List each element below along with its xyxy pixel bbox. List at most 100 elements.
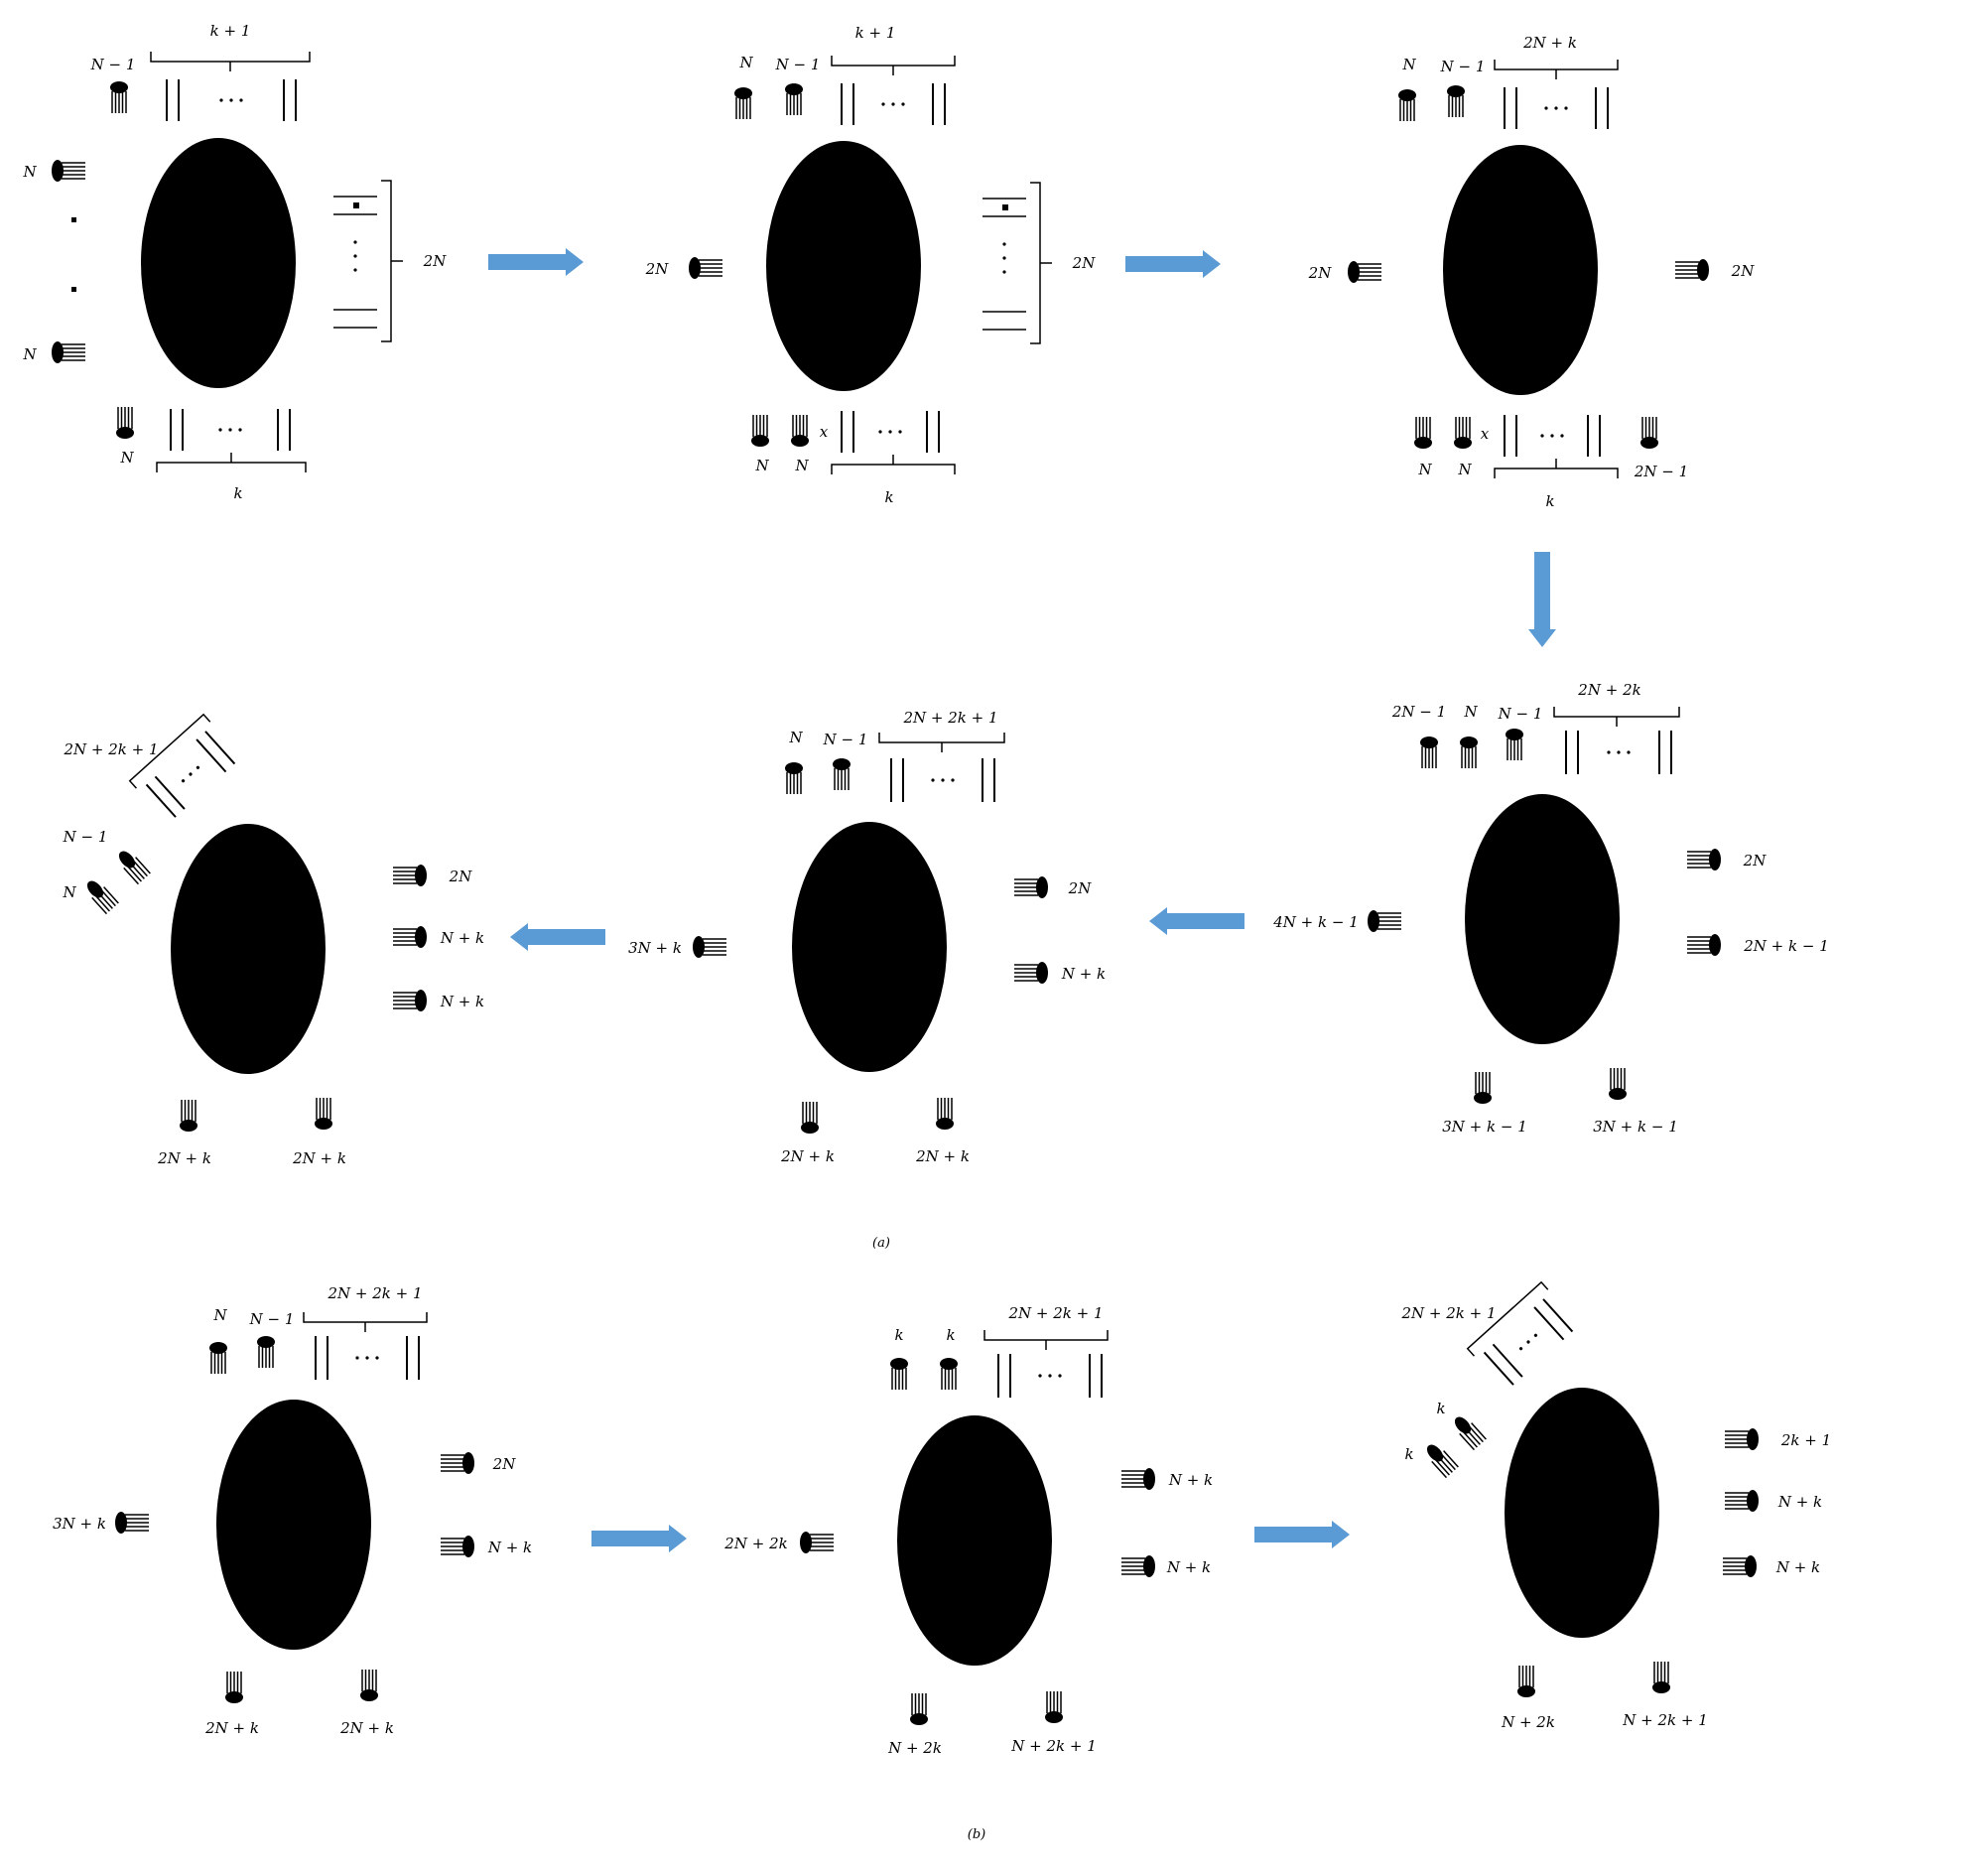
label: 2N <box>1068 879 1093 897</box>
brane-line <box>123 867 140 885</box>
ellipsis-dot <box>71 287 76 292</box>
brane-line <box>1465 1427 1481 1445</box>
ellipsis-dot <box>1550 434 1554 438</box>
label: N + k <box>1166 1558 1211 1576</box>
label: N <box>794 457 809 474</box>
label: x <box>820 423 829 441</box>
brane-line <box>1462 1430 1478 1448</box>
label: N + k <box>440 993 484 1010</box>
label: 2N + k <box>780 1147 835 1165</box>
label: N − 1 <box>1440 58 1486 75</box>
label: 2N + 2k <box>1577 681 1640 699</box>
blob <box>1465 794 1620 1044</box>
label: 2N <box>423 252 448 270</box>
label: 3N + k <box>53 1515 106 1533</box>
ellipsis-dot <box>1564 106 1568 110</box>
label: 2N + 2k + 1 <box>902 709 997 727</box>
label: N <box>119 449 134 467</box>
flow-arrow <box>1149 907 1244 935</box>
label: N <box>1417 461 1432 478</box>
label: 2N + k <box>292 1149 346 1167</box>
ellipsis-dot <box>1560 434 1564 438</box>
ellipsis-dot <box>1554 106 1558 110</box>
label: 2N <box>1072 254 1097 272</box>
ellipsis-dot <box>931 778 935 782</box>
sevenbrane-marker <box>734 87 752 99</box>
sevenbrane-marker <box>1036 962 1048 984</box>
label: 2N + k <box>915 1147 970 1165</box>
brane-line <box>1443 1450 1459 1468</box>
bracket <box>150 52 311 71</box>
sevenbrane-marker <box>462 1452 474 1474</box>
sevenbrane-marker <box>801 1122 819 1134</box>
ellipsis-dot <box>1526 1340 1530 1344</box>
label: 2N <box>1308 264 1333 282</box>
label: N <box>22 163 37 181</box>
bracket <box>1494 60 1619 79</box>
sevenbrane-marker <box>1368 910 1379 932</box>
diagram-shapes <box>52 52 1759 1725</box>
label: N <box>1401 56 1416 73</box>
label: x <box>1481 425 1490 443</box>
brane-line <box>1431 1460 1448 1479</box>
label: N + k <box>440 929 484 947</box>
sevenbrane-marker <box>890 1358 908 1370</box>
ellipsis-dot <box>219 98 223 102</box>
brane-line <box>91 896 108 915</box>
ellipsis-dot <box>196 765 200 769</box>
bracket <box>831 455 956 474</box>
flow-arrow <box>591 1525 687 1552</box>
sevenbrane-marker <box>693 936 705 958</box>
sevenbrane-marker <box>1745 1555 1757 1577</box>
ellipsis-dot <box>189 772 193 776</box>
ellipsis-dot <box>365 1356 369 1360</box>
label: 2N + k <box>1522 34 1577 52</box>
ellipsis-dot <box>1518 1347 1523 1351</box>
blob <box>766 141 921 391</box>
label: 2N + 2k + 1 <box>1007 1304 1103 1322</box>
ellipsis-dot <box>888 430 892 434</box>
label: 2N <box>645 260 670 278</box>
bracket <box>303 1312 428 1332</box>
brane-line <box>196 738 227 773</box>
sevenbrane-marker <box>1447 85 1465 97</box>
sevenbrane-marker <box>1609 1088 1627 1100</box>
ellipsis-dot <box>181 779 186 783</box>
sevenbrane-marker <box>1709 934 1721 956</box>
tilted-branes <box>1466 1280 1574 1386</box>
brane-line <box>126 865 142 882</box>
brane-line <box>1468 1424 1484 1443</box>
label: N <box>1457 461 1472 478</box>
brane-line <box>132 859 148 877</box>
brane-line <box>1483 1351 1514 1386</box>
label: N + k <box>1777 1493 1822 1511</box>
ellipsis-dot <box>1002 242 1006 246</box>
label: N − 1 <box>823 731 868 748</box>
brane-line <box>1471 1422 1487 1440</box>
sevenbrane-marker <box>1143 1468 1155 1490</box>
sevenbrane-marker <box>689 257 701 279</box>
ellipsis-dot <box>375 1356 379 1360</box>
ellipsis-dot <box>941 778 945 782</box>
bracket <box>1030 182 1052 344</box>
flow-arrow <box>1528 552 1556 647</box>
bracket <box>983 1330 1109 1350</box>
sevenbrane-marker <box>110 81 128 93</box>
ellipsis-dot <box>239 98 243 102</box>
ellipsis-dot <box>353 254 357 258</box>
label: k + 1 <box>855 24 896 42</box>
brane-line <box>1459 1432 1476 1451</box>
label: N − 1 <box>63 828 108 846</box>
ellipsis-dot <box>1048 1374 1052 1378</box>
sevenbrane-marker <box>462 1536 474 1557</box>
label: 2N + k <box>157 1149 211 1167</box>
label: 2N <box>1743 852 1768 870</box>
label: 2N <box>1731 262 1756 280</box>
ellipsis-dot <box>71 217 76 222</box>
sevenbrane-marker <box>52 160 64 182</box>
blob <box>1443 145 1598 395</box>
tilted-branes <box>128 713 236 818</box>
label: 2N + 2k + 1 <box>63 740 158 758</box>
sevenbrane-marker <box>225 1691 243 1703</box>
flow-arrow <box>1125 250 1221 278</box>
